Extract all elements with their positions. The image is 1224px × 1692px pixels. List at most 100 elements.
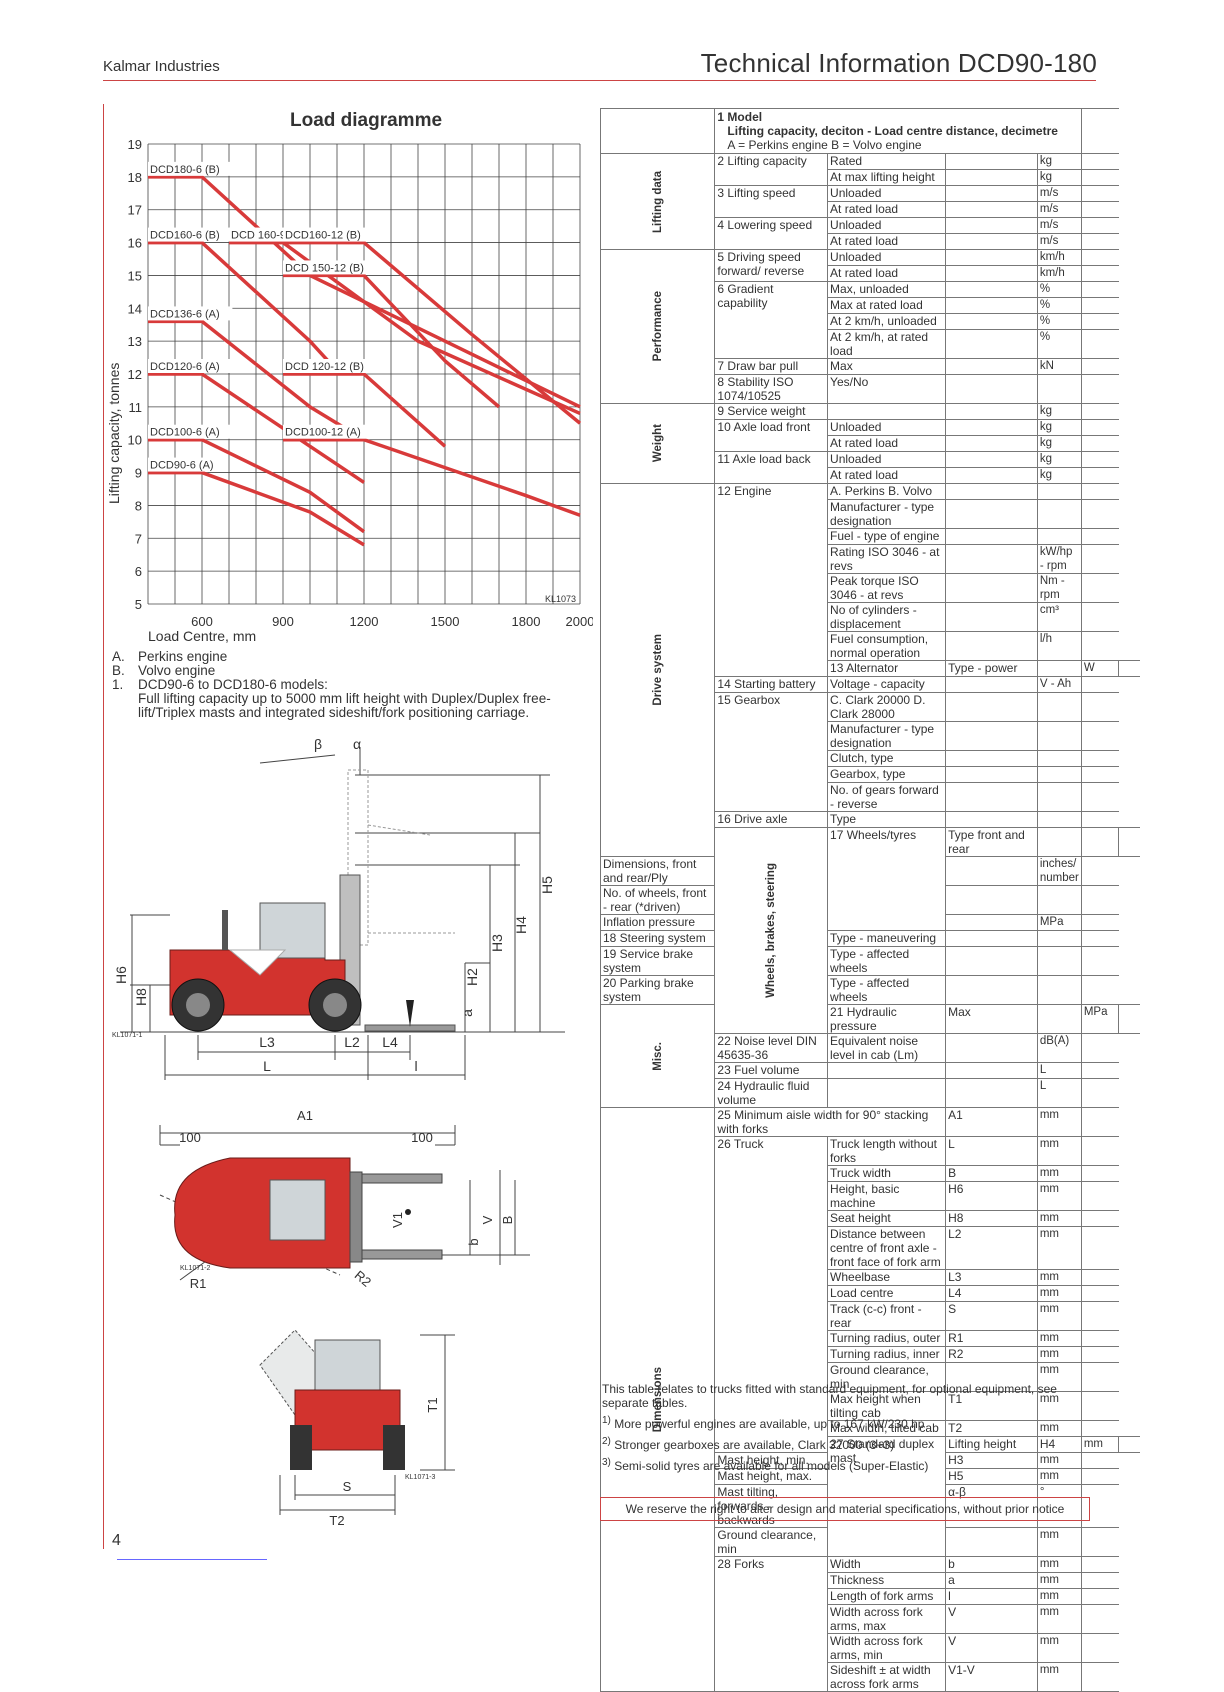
symbol-cell: V bbox=[945, 1604, 1038, 1634]
y-tick-label: 19 bbox=[128, 137, 142, 152]
label-L3: L3 bbox=[259, 1034, 275, 1050]
item-cell: 23 Fuel volume bbox=[714, 1062, 829, 1079]
series-line bbox=[148, 319, 365, 442]
condition-cell: Max bbox=[945, 1004, 1038, 1034]
symbol-cell bbox=[1036, 660, 1082, 677]
item-cell: 13 Alternator bbox=[827, 660, 947, 677]
item-cell: 21 Hydraulic pressure bbox=[827, 1004, 947, 1034]
condition-cell: No of cylinders - displacement bbox=[827, 602, 947, 632]
unit-cell bbox=[1036, 782, 1082, 812]
blank-value-cell bbox=[1080, 451, 1119, 468]
model-engine-key: A = Perkins engine B = Volvo engine bbox=[727, 138, 922, 152]
unit-cell bbox=[1036, 946, 1082, 976]
condition-cell: Rating ISO 3046 - at revs bbox=[827, 544, 947, 574]
blank-value-cell bbox=[1080, 1633, 1119, 1663]
condition-cell: Ground clearance, min bbox=[827, 1362, 947, 1392]
condition-cell: Equivalent noise level in cab (Lm) bbox=[827, 1033, 947, 1063]
group-label: Drive system bbox=[651, 634, 664, 706]
symbol-cell: L bbox=[945, 1136, 1038, 1166]
cab-front bbox=[314, 1339, 381, 1391]
symbol-cell bbox=[945, 201, 1038, 218]
symbol-cell: S bbox=[945, 1301, 1038, 1331]
blank-value-cell bbox=[1118, 1004, 1140, 1034]
series-line bbox=[283, 437, 581, 517]
unit-cell bbox=[1036, 811, 1082, 828]
symbol-cell bbox=[945, 233, 1038, 250]
blank-value-cell bbox=[1080, 281, 1119, 298]
group-label: Performance bbox=[651, 291, 664, 362]
cab bbox=[259, 902, 326, 959]
fork-top-left bbox=[361, 1173, 443, 1184]
symbol-cell bbox=[945, 811, 1038, 828]
series-label: DCD 150-12 (B) bbox=[285, 262, 364, 274]
unit-cell: mm bbox=[1036, 1662, 1082, 1692]
unit-cell bbox=[1036, 692, 1082, 722]
blank-value-cell bbox=[1080, 1226, 1119, 1270]
blank-value-cell bbox=[1118, 1436, 1140, 1453]
blank-value-cell bbox=[1080, 185, 1119, 202]
unit-cell: mm bbox=[1036, 1527, 1082, 1557]
body-stripe bbox=[228, 949, 287, 976]
chart-note-key bbox=[112, 706, 138, 720]
symbol-cell bbox=[945, 281, 1038, 298]
symbol-cell bbox=[945, 169, 1038, 186]
blank-value-cell bbox=[1080, 1269, 1119, 1286]
table-row: Manufacturer - type designation bbox=[601, 721, 1141, 751]
symbol-cell bbox=[945, 676, 1038, 693]
blank-value-cell bbox=[1080, 1033, 1119, 1063]
unit-cell bbox=[1036, 750, 1082, 767]
label-T2: T2 bbox=[329, 1513, 344, 1525]
series-label: DCD160-6 (B) bbox=[150, 230, 220, 242]
condition-cell: No. of wheels, front - rear (*driven) bbox=[599, 885, 716, 915]
front-view-drawing: T1 S T2 KL1071-3 bbox=[259, 1329, 455, 1525]
condition-cell: Max, unloaded bbox=[827, 281, 947, 298]
series-label-bg bbox=[283, 424, 375, 439]
item-cell: 7 Draw bar pull bbox=[714, 358, 829, 375]
blank-value-cell bbox=[1080, 528, 1119, 545]
condition-cell: Distance between centre of front axle - … bbox=[827, 1226, 947, 1270]
y-tick-label: 11 bbox=[129, 400, 143, 415]
label-T1: T1 bbox=[425, 1397, 440, 1412]
wheel-front-left bbox=[290, 1425, 312, 1470]
condition-cell: Unloaded bbox=[827, 451, 947, 468]
blank-value-cell bbox=[1080, 467, 1119, 484]
series-line bbox=[283, 372, 447, 448]
cab-top bbox=[269, 1179, 326, 1241]
blank-value-cell bbox=[1080, 885, 1119, 915]
unit-cell: inches/ number bbox=[1036, 856, 1082, 886]
condition-cell: Fuel consumption, normal operation bbox=[827, 631, 947, 661]
blank-value-cell bbox=[1080, 1604, 1119, 1634]
y-tick-label: 13 bbox=[128, 334, 142, 349]
chart-note-text: Perkins engine bbox=[138, 649, 228, 664]
footnote-intro: This table relates to trucks fitted with… bbox=[602, 1382, 1057, 1410]
condition-cell: C. Clark 20000 D. Clark 28000 bbox=[827, 692, 947, 722]
symbol-cell: B bbox=[945, 1165, 1038, 1182]
unit-cell: V - Ah bbox=[1036, 676, 1082, 693]
unit-cell bbox=[1036, 975, 1082, 1005]
label-L: L bbox=[263, 1058, 271, 1074]
label-beta: β bbox=[314, 736, 322, 752]
unit-cell: mm bbox=[1036, 1285, 1082, 1302]
series-label: DCD100-12 (A) bbox=[285, 427, 361, 439]
condition-cell: Unloaded bbox=[827, 185, 947, 202]
condition-cell: Wheelbase bbox=[827, 1269, 947, 1286]
unit-cell: mm bbox=[1036, 1330, 1082, 1347]
label-H2: H2 bbox=[464, 968, 480, 986]
blank-value-cell bbox=[1080, 169, 1119, 186]
condition-cell: Type - affected wheels bbox=[827, 946, 947, 976]
condition-cell: Mast height, max. bbox=[714, 1468, 829, 1485]
condition-cell: Sideshift ± at width across fork arms bbox=[827, 1662, 947, 1692]
chart-note-key: B. bbox=[112, 663, 125, 678]
blank-value-cell bbox=[1080, 782, 1119, 812]
unit-cell: mm bbox=[1036, 1136, 1082, 1166]
load-arrow bbox=[406, 1000, 414, 1027]
